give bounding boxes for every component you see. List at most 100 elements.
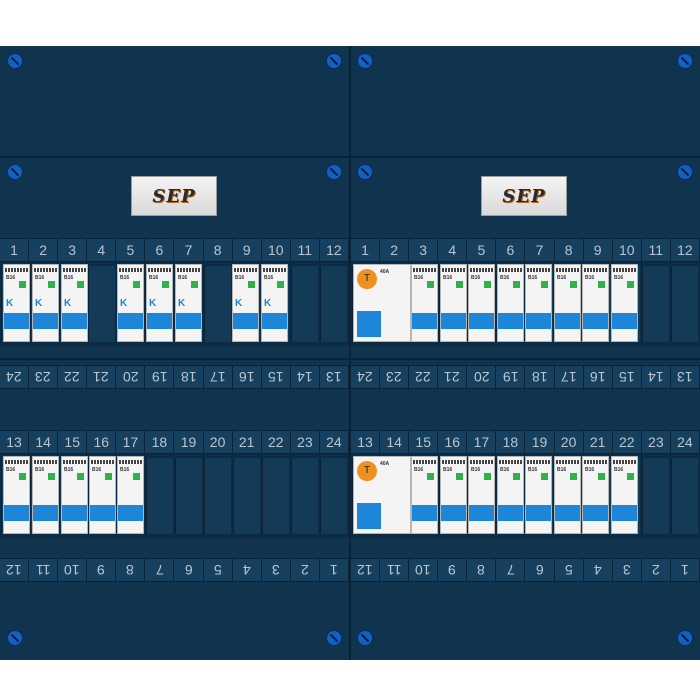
module-number: 8 — [116, 559, 146, 581]
module-number: 20 — [555, 431, 584, 453]
test-symbol-icon: T — [357, 461, 377, 481]
module-number-label: 8 — [213, 242, 222, 258]
circuit-breaker[interactable]: B16 — [554, 264, 581, 342]
breaker-toggle[interactable] — [62, 313, 87, 329]
status-indicator — [484, 281, 491, 288]
circuit-breaker[interactable]: B16 — [117, 456, 144, 534]
empty-module-slot — [320, 458, 347, 534]
breaker-toggle[interactable] — [612, 505, 637, 521]
breaker-toggle[interactable] — [555, 505, 580, 521]
breaker-toggle[interactable] — [412, 505, 437, 521]
circuit-breaker[interactable]: B16 — [497, 264, 524, 342]
breaker-rating: B16 — [35, 275, 45, 281]
brand-strip — [584, 268, 607, 272]
module-number-label: 10 — [618, 242, 635, 258]
circuit-breaker[interactable]: B16 — [582, 264, 609, 342]
module-number: 7 — [525, 239, 555, 261]
module-number-label: 5 — [477, 242, 486, 258]
breaker-toggle[interactable] — [118, 505, 143, 521]
breaker-toggle[interactable] — [62, 505, 87, 521]
breaker-toggle[interactable] — [612, 313, 637, 329]
circuit-breaker[interactable]: B16 — [611, 264, 638, 342]
circuit-breaker[interactable]: B16 — [440, 264, 467, 342]
breaker-toggle[interactable] — [441, 505, 466, 521]
module-number: 13 — [320, 366, 349, 388]
module-number-label: 23 — [35, 369, 51, 385]
circuit-breaker[interactable]: B16 — [525, 264, 552, 342]
module-number-label: 16 — [238, 369, 255, 385]
module-number-label: 12 — [357, 562, 373, 578]
circuit-breaker[interactable]: B16 — [468, 456, 495, 534]
circuit-breaker[interactable]: B16 — [497, 456, 524, 534]
brand-strip — [91, 460, 114, 464]
breaker-toggle[interactable] — [583, 505, 608, 521]
status-indicator — [19, 281, 26, 288]
circuit-breaker[interactable]: B16 — [411, 264, 438, 342]
module-number-label: 2 — [300, 562, 309, 578]
breaker-toggle[interactable] — [583, 313, 608, 329]
breaker-toggle[interactable] — [147, 313, 172, 329]
screw-icon — [326, 630, 342, 646]
breaker-toggle[interactable] — [441, 313, 466, 329]
circuit-breaker[interactable]: B16 — [611, 456, 638, 534]
breaker-rating: B16 — [585, 467, 595, 473]
breaker-toggle[interactable] — [118, 313, 143, 329]
breaker-toggle[interactable] — [233, 313, 258, 329]
empty-module-slot — [642, 266, 669, 342]
module-number: 16 — [233, 366, 262, 388]
status-indicator — [133, 473, 140, 480]
circuit-breaker[interactable]: B16 — [554, 456, 581, 534]
breaker-toggle[interactable] — [33, 313, 58, 329]
module-number-label: 24 — [677, 434, 693, 450]
breaker-toggle[interactable] — [412, 313, 437, 329]
circuit-breaker[interactable]: B16 — [3, 456, 30, 534]
circuit-breaker[interactable]: B16 — [89, 456, 116, 534]
breaker-toggle[interactable] — [526, 505, 551, 521]
breaker-toggle[interactable] — [33, 505, 58, 521]
module-number: 9 — [584, 239, 613, 261]
rcd-toggle[interactable] — [357, 503, 381, 529]
empty-module-slot — [88, 266, 115, 342]
breaker-toggle[interactable] — [469, 505, 494, 521]
empty-module-slot — [146, 458, 173, 534]
circuit-breaker[interactable]: B16 — [440, 456, 467, 534]
breaker-toggle[interactable] — [4, 505, 29, 521]
breaker-toggle[interactable] — [498, 505, 523, 521]
module-number: 13 — [0, 431, 30, 453]
rcd-toggle[interactable] — [357, 311, 381, 337]
status-indicator — [570, 281, 577, 288]
breaker-toggle[interactable] — [262, 313, 287, 329]
breaker-toggle[interactable] — [555, 313, 580, 329]
breaker-toggle[interactable] — [469, 313, 494, 329]
circuit-breaker[interactable]: B16 — [525, 456, 552, 534]
breaker-toggle[interactable] — [176, 313, 201, 329]
circuit-breaker[interactable]: B16 — [468, 264, 495, 342]
status-indicator — [570, 473, 577, 480]
module-number-label: 20 — [122, 369, 139, 385]
breaker-toggle[interactable] — [526, 313, 551, 329]
circuit-breaker[interactable]: B16 — [61, 456, 88, 534]
divider-line — [0, 156, 700, 158]
circuit-breaker[interactable]: B16 — [582, 456, 609, 534]
circuit-breaker[interactable]: B16 — [411, 456, 438, 534]
module-number: 6 — [145, 239, 175, 261]
breaker-rating: B16 — [471, 275, 481, 281]
brand-strip — [63, 460, 86, 464]
circuit-breaker[interactable]: B16 — [32, 456, 59, 534]
breaker-toggle[interactable] — [90, 505, 115, 521]
module-number-label: 16 — [444, 434, 461, 450]
breaker-toggle[interactable] — [4, 313, 29, 329]
breaker-toggle[interactable] — [498, 313, 523, 329]
